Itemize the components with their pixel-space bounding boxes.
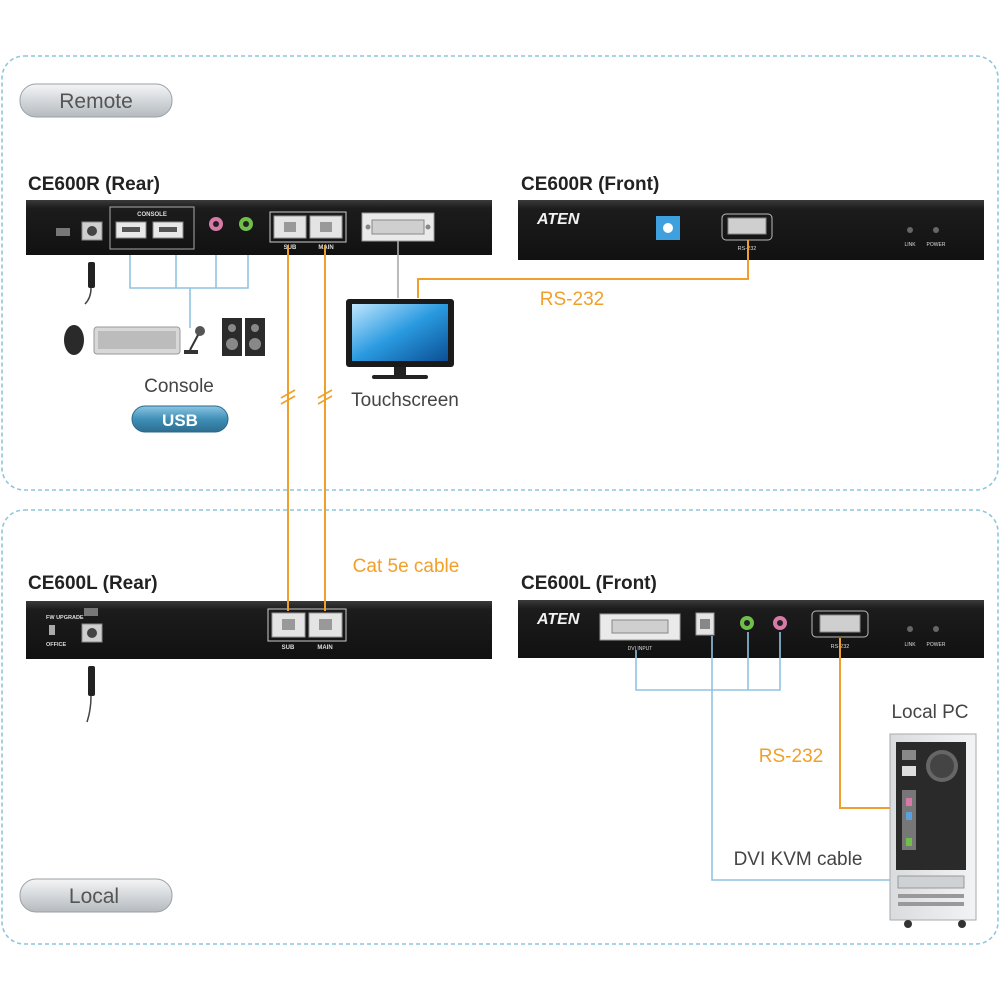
sub-port-label: SUB xyxy=(284,245,297,251)
power-jack-icon xyxy=(56,228,70,236)
main-port-label-local: MAIN xyxy=(317,645,332,651)
office-label: OFFICE xyxy=(46,642,66,648)
link-led-local xyxy=(907,626,913,632)
local-pc-label: Local PC xyxy=(891,702,968,723)
cat5e-cable-label: Cat 5e cable xyxy=(353,556,460,577)
ce600r-rear-device: CONSOLE SUB MAIN xyxy=(26,200,492,255)
link-led-label-local: LINK xyxy=(904,642,916,648)
dvi-input-label: DVI INPUT xyxy=(628,646,653,652)
local-section-frame xyxy=(1,509,999,945)
local-section-badge: Local xyxy=(19,878,173,913)
dvi-kvm-cable xyxy=(635,632,890,881)
power-led-label-local: POWER xyxy=(927,642,946,648)
ce600l-front-device: ATEN DVI INPUT RS-232 LINK POWER xyxy=(518,600,984,658)
ce600r-front-device: ATEN RS-232 LINK POWER xyxy=(518,200,984,260)
usb-badge: USB xyxy=(131,405,229,433)
ce600r-rear-title: CE600R (Rear) xyxy=(28,174,160,195)
rs232-remote-label: RS-232 xyxy=(540,289,604,310)
power-led xyxy=(933,227,939,233)
sub-port-label-local: SUB xyxy=(282,645,295,651)
remote-section-label: Remote xyxy=(59,90,133,113)
link-led xyxy=(907,227,913,233)
touchscreen-label: Touchscreen xyxy=(351,390,459,411)
ce600l-rear-title: CE600L (Rear) xyxy=(28,573,158,594)
fw-upgrade-label: FW UPGRADE xyxy=(46,615,84,621)
power-led-local xyxy=(933,626,939,632)
remote-section-frame xyxy=(1,55,999,491)
ce600l-rear-device: FW UPGRADE OFFICE SUB MAIN xyxy=(26,601,492,659)
power-led-label: POWER xyxy=(927,242,946,248)
local-pc-icon xyxy=(889,733,977,928)
power-adapter-icon xyxy=(84,262,95,305)
mouse-icon xyxy=(64,325,84,355)
ce600l-front-title: CE600L (Front) xyxy=(521,573,657,594)
rs232-local-label: RS-232 xyxy=(759,746,823,767)
rs232-local-cable xyxy=(839,638,890,809)
mode-switch xyxy=(49,625,55,635)
usb-badge-label: USB xyxy=(162,411,198,430)
speakers-icon xyxy=(222,318,265,356)
rs232-port-local xyxy=(819,614,861,633)
microphone-icon xyxy=(184,326,205,354)
rs232-port-remote xyxy=(727,217,767,235)
aten-logo-local: ATEN xyxy=(536,611,580,628)
remote-section-badge: Remote xyxy=(19,83,173,118)
rs232-remote-cable xyxy=(417,240,749,298)
sub-rj45-port-local xyxy=(271,612,306,638)
link-led-label: LINK xyxy=(904,242,916,248)
dvi-kvm-cable-label: DVI KVM cable xyxy=(734,849,863,870)
local-section-label: Local xyxy=(69,885,119,908)
console-label: Console xyxy=(144,376,214,397)
console-usb-cable xyxy=(129,255,249,328)
ce600r-front-title: CE600R (Front) xyxy=(521,174,659,195)
power-adapter-icon-local xyxy=(86,666,95,723)
console-group-label: CONSOLE xyxy=(137,212,167,218)
power-jack-icon-local xyxy=(84,608,98,616)
keyboard-icon xyxy=(93,326,181,355)
cable-break-marks xyxy=(280,389,333,405)
touchscreen-monitor-icon xyxy=(346,299,454,379)
aten-logo: ATEN xyxy=(536,211,580,228)
